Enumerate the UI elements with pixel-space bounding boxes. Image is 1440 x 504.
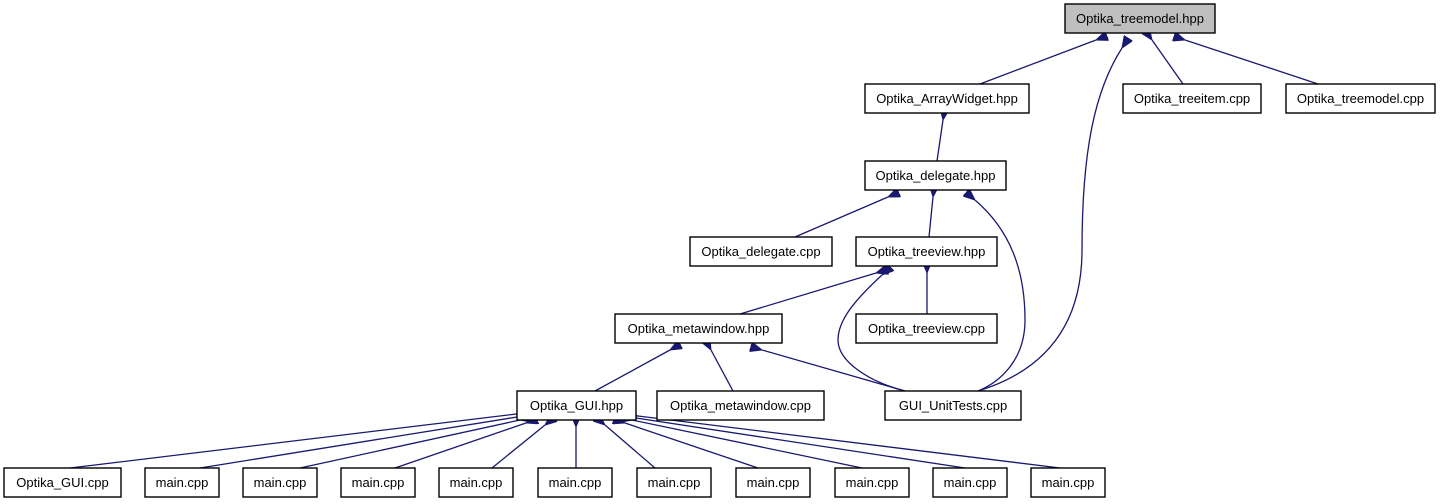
- node-box: [656, 390, 825, 421]
- node-label: Optika_metawindow.cpp: [670, 398, 811, 413]
- node-n9[interactable]: Optika_GUI.hpp: [516, 390, 637, 421]
- edge-n1-n4: [936, 120, 943, 162]
- node-label: main.cpp: [1042, 475, 1095, 490]
- node-box: [340, 467, 416, 498]
- edge-n9-n13: [199, 417, 517, 469]
- edges: [69, 40, 1319, 469]
- node-n12[interactable]: Optika_GUI.cpp: [3, 467, 122, 498]
- node-label: main.cpp: [846, 475, 899, 490]
- node-box: [636, 467, 712, 498]
- node-label: main.cpp: [254, 475, 307, 490]
- node-n1[interactable]: Optika_ArrayWidget.hpp: [864, 83, 1030, 114]
- edge-n4-n11: [975, 200, 1026, 392]
- node-n18[interactable]: main.cpp: [636, 467, 712, 498]
- node-box: [932, 467, 1008, 498]
- node-label: Optika_treeview.hpp: [868, 244, 986, 259]
- node-n20[interactable]: main.cpp: [834, 467, 910, 498]
- edge-n9-n15: [394, 423, 526, 469]
- edge-n9-n16: [491, 425, 545, 469]
- node-label: main.cpp: [156, 475, 209, 490]
- node-n4[interactable]: Optika_delegate.hpp: [864, 160, 1007, 191]
- edge-n6-n7: [739, 273, 876, 315]
- node-n11[interactable]: GUI_UnitTests.cpp: [884, 390, 1022, 421]
- node-box: [834, 467, 910, 498]
- node-n17[interactable]: main.cpp: [537, 467, 613, 498]
- node-box: [689, 236, 833, 267]
- node-n0[interactable]: Optika_treemodel.hpp: [1064, 3, 1216, 34]
- edge-n9-n12: [69, 414, 516, 469]
- edge-n0-n11: [977, 48, 1122, 392]
- node-label: main.cpp: [352, 475, 405, 490]
- node-label: Optika_delegate.cpp: [701, 244, 820, 259]
- node-n7[interactable]: Optika_metawindow.hpp: [614, 313, 783, 344]
- edge-n4-n6: [928, 197, 933, 238]
- edge-n9-n22: [638, 416, 1061, 469]
- node-n22[interactable]: main.cpp: [1030, 467, 1106, 498]
- edge-n0-n2: [1152, 40, 1184, 85]
- nodes: Optika_treemodel.hppOptika_ArrayWidget.h…: [3, 3, 1436, 498]
- node-label: Optika_GUI.hpp: [530, 398, 623, 413]
- node-n2[interactable]: Optika_treeitem.cpp: [1122, 83, 1262, 114]
- node-box: [144, 467, 220, 498]
- node-label: main.cpp: [648, 475, 701, 490]
- edge-n7-n9: [594, 350, 670, 392]
- edge-n9-n14: [299, 420, 520, 469]
- edge-n7-n11: [762, 350, 906, 392]
- node-label: Optika_GUI.cpp: [16, 475, 109, 490]
- edge-n4-n5: [794, 197, 888, 238]
- node-label: main.cpp: [549, 475, 602, 490]
- node-n15[interactable]: main.cpp: [340, 467, 416, 498]
- node-n21[interactable]: main.cpp: [932, 467, 1008, 498]
- node-label: main.cpp: [450, 475, 503, 490]
- node-label: Optika_treemodel.hpp: [1076, 11, 1204, 26]
- edge-n0-n1: [979, 40, 1096, 85]
- node-box: [242, 467, 318, 498]
- node-n5[interactable]: Optika_delegate.cpp: [689, 236, 833, 267]
- node-box: [516, 390, 637, 421]
- node-box: [1122, 83, 1262, 114]
- node-label: Optika_treemodel.cpp: [1297, 91, 1424, 106]
- edge-n7-n10: [711, 350, 734, 392]
- node-label: Optika_metawindow.hpp: [628, 321, 770, 336]
- node-box: [864, 83, 1030, 114]
- edge-n9-n18: [605, 425, 656, 469]
- node-box: [855, 236, 998, 267]
- node-box: [1064, 3, 1216, 34]
- node-label: GUI_UnitTests.cpp: [899, 398, 1007, 413]
- node-n3[interactable]: Optika_treemodel.cpp: [1285, 83, 1436, 114]
- edge-n9-n20: [632, 420, 863, 469]
- node-n6[interactable]: Optika_treeview.hpp: [855, 236, 998, 267]
- node-box: [438, 467, 514, 498]
- node-n16[interactable]: main.cpp: [438, 467, 514, 498]
- node-n8[interactable]: Optika_treeview.cpp: [855, 313, 998, 344]
- edge-n0-n3: [1185, 40, 1319, 85]
- edge-n9-n19: [625, 423, 759, 469]
- node-box: [735, 467, 811, 498]
- edge-n9-n21: [636, 418, 966, 469]
- node-box: [855, 313, 998, 344]
- node-n19[interactable]: main.cpp: [735, 467, 811, 498]
- edge-n6-n11: [837, 275, 906, 392]
- node-label: Optika_delegate.hpp: [876, 168, 996, 183]
- node-box: [537, 467, 613, 498]
- node-box: [864, 160, 1007, 191]
- node-label: main.cpp: [944, 475, 997, 490]
- node-n14[interactable]: main.cpp: [242, 467, 318, 498]
- node-n13[interactable]: main.cpp: [144, 467, 220, 498]
- node-box: [3, 467, 122, 498]
- node-label: main.cpp: [747, 475, 800, 490]
- node-box: [614, 313, 783, 344]
- node-label: Optika_treeview.cpp: [868, 321, 985, 336]
- node-box: [884, 390, 1022, 421]
- node-n10[interactable]: Optika_metawindow.cpp: [656, 390, 825, 421]
- node-label: Optika_ArrayWidget.hpp: [876, 91, 1018, 106]
- node-label: Optika_treeitem.cpp: [1134, 91, 1250, 106]
- node-box: [1030, 467, 1106, 498]
- node-box: [1285, 83, 1436, 114]
